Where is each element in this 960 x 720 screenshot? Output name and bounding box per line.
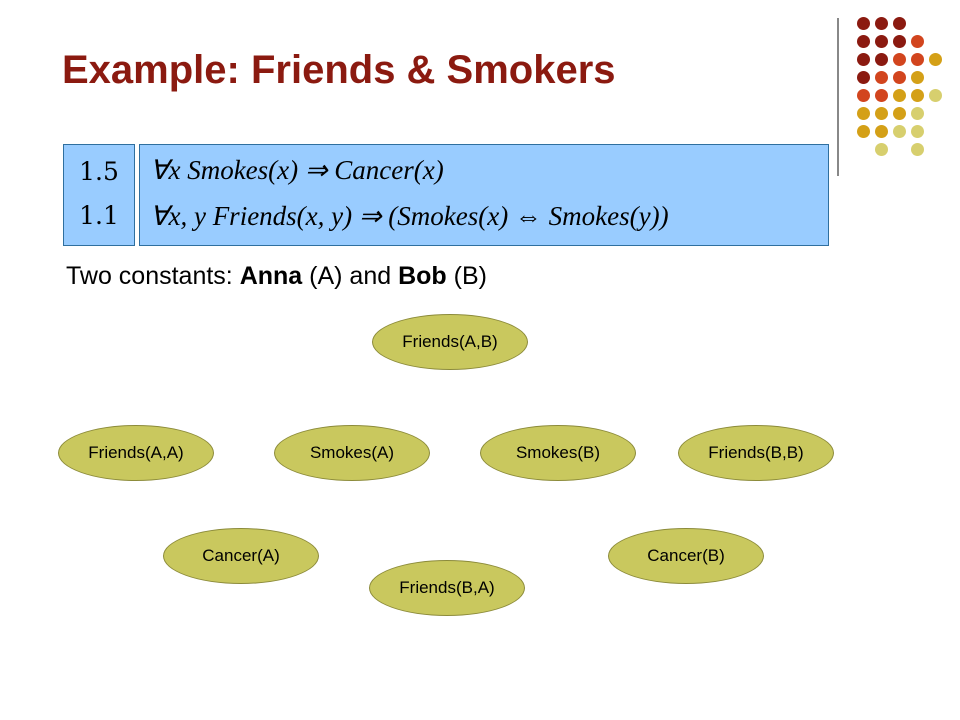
decorative-dot — [857, 35, 870, 48]
decorative-dot — [875, 143, 888, 156]
decorative-dot — [893, 107, 906, 120]
decorative-dot — [929, 53, 942, 66]
constants-prefix: Two constants: — [66, 262, 240, 290]
constants-line: Two constants: Anna (A) and Bob (B) — [66, 262, 487, 291]
decorative-dot — [857, 89, 870, 102]
decorative-dot — [911, 89, 924, 102]
decorative-dot — [875, 53, 888, 66]
decorative-dot — [911, 107, 924, 120]
decorative-dot — [893, 125, 906, 138]
constant-abbr: (B) — [446, 262, 487, 290]
decorative-dot — [911, 143, 924, 156]
node-smokes-a: Smokes(A) — [274, 425, 430, 481]
decorative-dot — [857, 125, 870, 138]
decorative-dot — [911, 53, 924, 66]
decorative-dot — [857, 71, 870, 84]
decorative-dot — [893, 35, 906, 48]
decorative-dot — [911, 71, 924, 84]
constant-abbr: (A) and — [302, 262, 399, 290]
node-friends-a-b: Friends(A,B) — [372, 314, 528, 370]
formulas-box: ∀x Smokes(x) ⇒ Cancer(x) ∀x, y Friends(x… — [139, 144, 829, 246]
formula-text: ∀x Smokes(x) ⇒ Cancer(x) — [150, 155, 444, 185]
weights-box: 1.5 1.1 — [63, 144, 135, 246]
decorative-dot — [875, 107, 888, 120]
node-cancer-b: Cancer(B) — [608, 528, 764, 584]
decorative-dot — [857, 53, 870, 66]
constant-name: Bob — [398, 262, 447, 290]
decorative-dot — [893, 17, 906, 30]
decorative-dot — [875, 17, 888, 30]
decorative-divider — [837, 18, 839, 176]
formula-weight: 1.1 — [79, 201, 119, 230]
formula-weight: 1.5 — [79, 157, 119, 186]
decorative-dot — [875, 125, 888, 138]
formula-text: ∀x, y Friends(x, y) ⇒ (Smokes(x) ⇔ Smoke… — [150, 201, 669, 231]
constant-name: Anna — [239, 262, 303, 290]
decorative-dot — [875, 71, 888, 84]
slide-title: Example: Friends & Smokers — [62, 48, 616, 92]
decorative-dot — [911, 125, 924, 138]
decorative-dot — [857, 107, 870, 120]
node-friends-a-a: Friends(A,A) — [58, 425, 214, 481]
node-cancer-a: Cancer(A) — [163, 528, 319, 584]
decorative-dot — [893, 89, 906, 102]
node-friends-b-b: Friends(B,B) — [678, 425, 834, 481]
node-smokes-b: Smokes(B) — [480, 425, 636, 481]
node-friends-b-a: Friends(B,A) — [369, 560, 525, 616]
decorative-dot — [875, 35, 888, 48]
decorative-dot — [911, 35, 924, 48]
decorative-dot — [893, 71, 906, 84]
decorative-dot — [929, 89, 942, 102]
decorative-dot — [875, 89, 888, 102]
decorative-dot — [857, 17, 870, 30]
decorative-dot-grid — [848, 14, 944, 156]
decorative-dot — [893, 53, 906, 66]
